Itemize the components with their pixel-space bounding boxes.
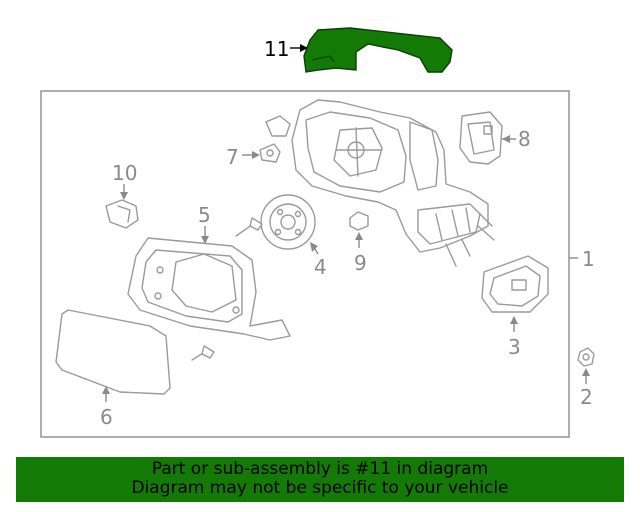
arrow-2 [582,368,590,376]
arrow-4 [310,242,318,252]
callout-11[interactable]: 11 [264,37,289,61]
part-6-mirror-glass [55,309,171,395]
parts-diagram: 1 2 3 4 5 6 7 8 9 10 11 [40,27,595,438]
callout-1: 1 [582,247,595,271]
callout-7: 7 [226,145,239,169]
callout-9: 9 [354,251,367,275]
arrow-5 [201,236,209,244]
assembly-frame [40,90,570,438]
part-9-clip [349,211,369,231]
arrow-3 [510,316,518,324]
callout-8: 8 [518,127,531,151]
part-7-clip [259,115,291,163]
part-5-backing-plate [127,237,291,341]
arrow-8 [502,135,510,143]
part-2-nut [577,347,595,367]
part-screw-upper [235,217,263,237]
arrow-7 [252,151,260,159]
part-11-mirror-cover[interactable] [303,27,453,73]
info-banner: Part or sub-assembly is #11 in diagram D… [16,457,624,502]
arrow-11 [300,44,308,52]
part-housing-assembly [291,99,495,267]
banner-line-1: Part or sub-assembly is #11 in diagram [151,459,489,479]
callout-5: 5 [198,203,211,227]
arrow-10 [120,192,128,200]
arrow-6 [102,386,110,394]
part-3-motor [481,255,549,313]
callout-3: 3 [508,335,521,359]
callout-2: 2 [580,385,593,409]
callout-10: 10 [112,161,137,185]
banner-line-2: Diagram may not be specific to your vehi… [131,478,509,498]
arrow-9 [355,232,363,240]
callout-4: 4 [314,255,327,279]
part-screw-lower [191,345,215,361]
callout-6: 6 [100,405,113,429]
part-8-connector [459,111,503,165]
part-10-sensor [105,199,139,229]
part-4-actuator [260,194,316,250]
